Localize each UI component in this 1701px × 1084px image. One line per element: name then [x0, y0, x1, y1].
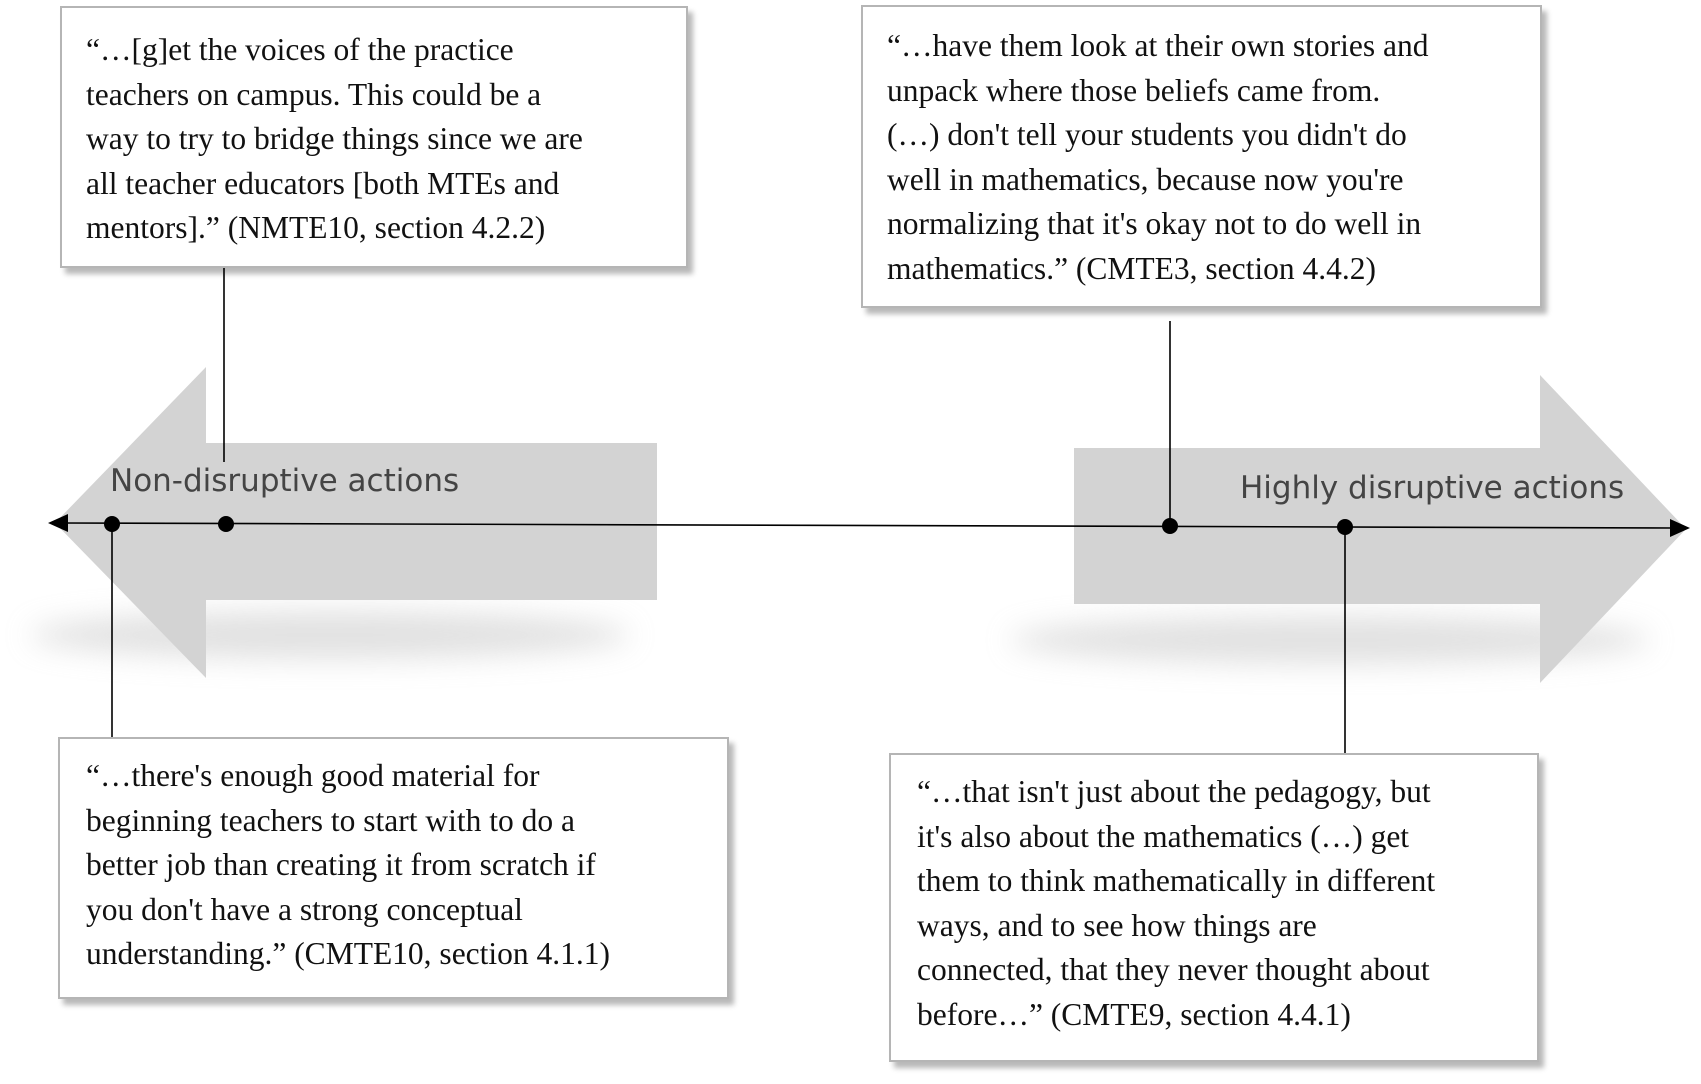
quote-line: mathematics.” (CMTE3, section 4.4.2): [887, 250, 1377, 286]
quote-line: all teacher educators [both MTEs and: [86, 165, 560, 201]
continuum-axis: [61, 522, 1676, 529]
quote-line: you don't have a strong conceptual: [86, 891, 523, 927]
quote-line: normalizing that it's okay not to do wel…: [887, 206, 1422, 241]
quote-line: them to think mathematically in differen…: [917, 863, 1436, 898]
quote-line: connected, that they never thought about: [917, 952, 1430, 987]
quote-line: teachers on campus. This could be a: [86, 76, 542, 112]
quote-line: understanding.” (CMTE10, section 4.1.1): [86, 936, 611, 971]
quote-line: better job than creating it from scratch…: [86, 847, 596, 882]
marker-bottom-right: [1337, 519, 1353, 535]
quote-box-bottom-left: “…there's enough good material for begin…: [58, 737, 729, 999]
quote-line: it's also about the mathematics (…) get: [917, 818, 1410, 854]
marker-top-right: [1162, 518, 1178, 534]
quote-line: before…” (CMTE9, section 4.4.1): [917, 996, 1351, 1032]
quote-line: beginning teachers to start with to do a: [86, 802, 576, 838]
quote-line: “…have them look at their own stories an…: [887, 28, 1429, 63]
quote-line: ways, and to see how things are: [917, 907, 1317, 943]
quote-line: “…that isn't just about the pedagogy, bu…: [917, 774, 1431, 809]
right-arrow-shadow: [1010, 616, 1650, 664]
marker-bottom-left: [104, 516, 120, 532]
left-arrow-shadow: [30, 611, 630, 659]
highly-disruptive-label: Highly disruptive actions: [1240, 470, 1625, 506]
axis-left-arrowhead: [48, 514, 68, 532]
quote-line: “…there's enough good material for: [86, 758, 540, 793]
axis-right-arrowhead: [1670, 519, 1690, 537]
quote-line: well in mathematics, because now you're: [887, 161, 1404, 197]
quote-box-top-left: “…[g]et the voices of the practice teach…: [60, 6, 688, 268]
marker-top-left: [218, 516, 234, 532]
quote-line: (…) don't tell your students you didn't …: [887, 117, 1407, 152]
quote-box-bottom-right: “…that isn't just about the pedagogy, bu…: [889, 753, 1539, 1062]
quote-line: unpack where those beliefs came from.: [887, 72, 1381, 108]
right-big-arrow: [1074, 375, 1686, 683]
quote-line: mentors].” (NMTE10, section 4.2.2): [86, 210, 546, 245]
quote-box-top-right: “…have them look at their own stories an…: [861, 5, 1542, 308]
non-disruptive-label: Non-disruptive actions: [110, 463, 460, 499]
quote-line: “…[g]et the voices of the practice: [86, 32, 514, 67]
left-big-arrow: [55, 367, 657, 678]
quote-line: way to try to bridge things since we are: [86, 121, 583, 156]
